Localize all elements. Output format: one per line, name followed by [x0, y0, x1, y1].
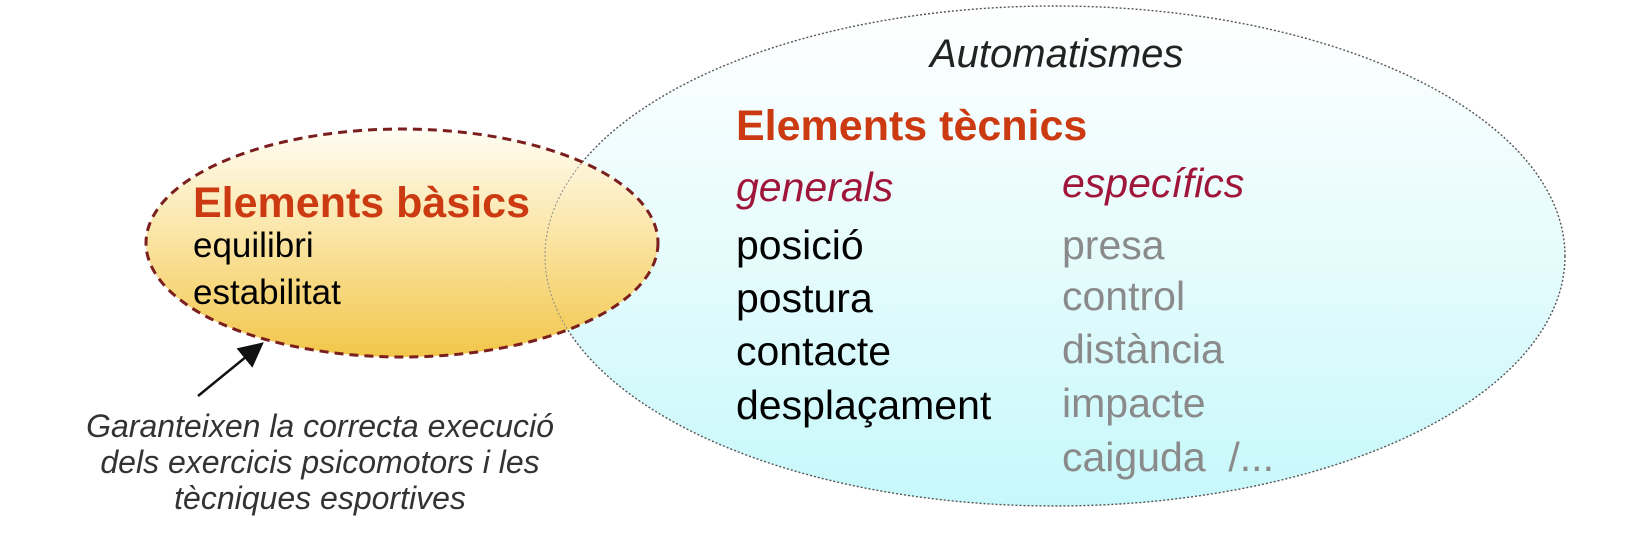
note-line: dels exercicis psicomotors i les	[100, 444, 540, 480]
automatisms-ellipse	[544, 5, 1566, 507]
note-line: Garanteixen la correcta execució	[86, 408, 554, 444]
general-item: postura	[736, 275, 873, 321]
basic-elements-ellipse	[144, 127, 660, 359]
specific-item: impacte	[1062, 380, 1206, 426]
general-label: generals	[736, 164, 894, 210]
specific-item: distància	[1062, 326, 1224, 372]
overlap-outline	[544, 129, 658, 357]
general-item: contacte	[736, 328, 891, 374]
basic-item: estabilitat	[193, 273, 341, 312]
note-arrow	[197, 342, 264, 397]
specific-label: específics	[1062, 160, 1245, 206]
general-item: desplaçament	[736, 382, 992, 428]
specific-item: caiguda /...	[1062, 434, 1274, 480]
basic-elements-note: Garanteixen la correcta execució dels ex…	[20, 408, 620, 516]
specific-item: presa	[1062, 222, 1165, 268]
technical-elements-heading: Elements tècnics	[736, 102, 1088, 150]
basic-item: equilibri	[193, 226, 314, 265]
basic-elements-heading: Elements bàsics	[193, 179, 531, 227]
automatisms-title: Automatismes	[930, 32, 1184, 76]
specific-item: control	[1062, 273, 1186, 319]
note-line: tècniques esportives	[174, 480, 466, 516]
general-item: posició	[736, 222, 864, 268]
